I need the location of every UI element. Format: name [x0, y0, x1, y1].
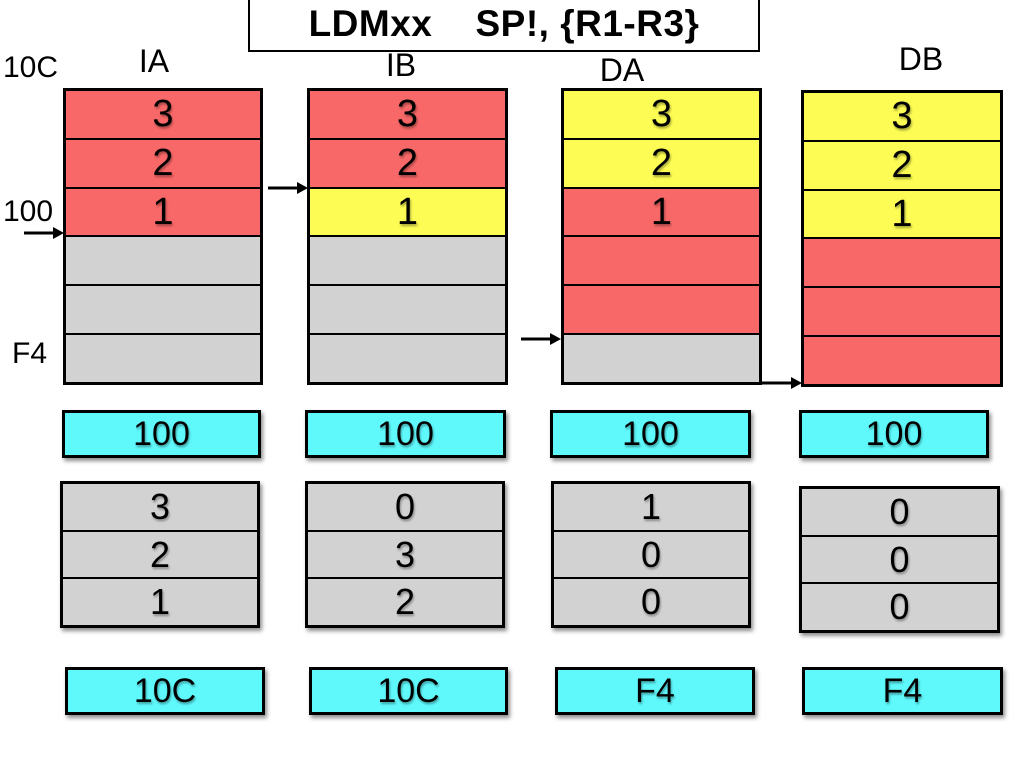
sp-after-value: 10C: [133, 671, 197, 710]
register-row: 0: [554, 577, 748, 625]
memory-cell-value: 3: [152, 92, 174, 135]
memory-cell: [804, 286, 1000, 336]
register-row: 3: [63, 484, 257, 530]
memory-cell-value: 2: [396, 141, 419, 184]
register-row: 1: [63, 577, 257, 625]
address-label-100: 100: [3, 195, 54, 228]
sp-after-value: 10C: [377, 671, 440, 710]
register-row: 3: [308, 529, 502, 578]
memory-cell-value: 1: [891, 192, 913, 235]
instruction-title: LDMxx SP!, {R1-R3}: [308, 3, 700, 44]
sp-before-value: 100: [865, 414, 923, 453]
memory-cell: 1: [66, 186, 260, 236]
memory-cell-value: 3: [891, 94, 913, 137]
memory-cell: [804, 335, 1000, 384]
register-value: 2: [149, 533, 171, 575]
memory-cell: [804, 237, 1000, 287]
memory-cell-value: 3: [396, 92, 419, 135]
sp-after-value: F4: [882, 671, 923, 710]
memory-cell: [310, 333, 505, 382]
memory-cell: 3: [66, 91, 260, 138]
sp-before-box-db: 100: [799, 410, 989, 458]
sp-before-value: 100: [377, 414, 434, 453]
sp-pointer-arrow-da: [521, 333, 561, 345]
memory-cell: 2: [310, 137, 505, 187]
memory-cell: [66, 284, 260, 334]
sp-after-box-da: F4: [555, 667, 755, 715]
register-value: 0: [889, 538, 910, 580]
address-label-f4: F4: [12, 337, 48, 370]
sp-after-box-db: F4: [802, 667, 1003, 715]
register-value: 3: [394, 533, 416, 575]
memory-cell: [310, 284, 505, 334]
memory-cell-value: 2: [650, 141, 673, 184]
memory-stack-db: 3 2 1: [801, 90, 1003, 387]
sp-after-box-ia: 10C: [65, 667, 265, 715]
memory-cell-value: 3: [650, 92, 673, 135]
memory-cell: [564, 284, 759, 334]
register-row: 0: [554, 529, 748, 578]
sp-after-value: F4: [635, 671, 675, 710]
register-value: 0: [889, 586, 910, 628]
register-row: 2: [308, 577, 502, 625]
memory-cell: 3: [564, 91, 759, 138]
memory-cell-value: 1: [650, 190, 673, 233]
column-header-db: DB: [898, 41, 944, 77]
memory-stack-ib: 3 2 1: [307, 88, 508, 385]
sp-pointer-arrow-db: [762, 377, 802, 389]
memory-cell: [564, 235, 759, 285]
sp-before-value: 100: [133, 414, 190, 453]
sp-after-box-ib: 10C: [309, 667, 508, 715]
register-row: 1: [554, 484, 748, 530]
memory-cell: 2: [66, 137, 260, 187]
sp-before-box-da: 100: [550, 410, 751, 458]
register-box-ib: 0 3 2: [305, 481, 505, 628]
memory-cell: [564, 333, 759, 382]
sp-before-box-ia: 100: [62, 410, 261, 458]
memory-cell: [310, 235, 505, 285]
register-value: 2: [394, 581, 416, 623]
register-row: 0: [308, 484, 502, 530]
memory-cell-value: 1: [152, 190, 174, 233]
title-box: LDMxx SP!, {R1-R3}: [248, 0, 760, 52]
column-header-da: DA: [599, 52, 645, 88]
memory-cell: 2: [804, 139, 1000, 189]
sp-pointer-arrow-ib: [268, 182, 308, 194]
register-value: 1: [640, 485, 662, 527]
memory-cell: 1: [804, 188, 1000, 238]
column-header-ia: IA: [138, 43, 170, 79]
address-label-10c: 10C: [3, 51, 59, 84]
register-box-da: 1 0 0: [551, 481, 751, 628]
register-row: 2: [63, 529, 257, 578]
register-value: 0: [889, 490, 910, 532]
memory-cell: 3: [310, 91, 505, 138]
register-value: 1: [149, 581, 171, 623]
memory-stack-da: 3 2 1: [561, 88, 762, 385]
register-row: 0: [802, 582, 997, 630]
memory-cell: 2: [564, 137, 759, 187]
memory-cell: 3: [804, 93, 1000, 140]
register-box-db: 0 0 0: [799, 486, 1000, 633]
sp-pointer-arrow-ia: [24, 227, 64, 239]
memory-cell: 1: [564, 186, 759, 236]
register-value: 0: [640, 533, 662, 575]
register-row: 0: [802, 534, 997, 583]
register-row: 0: [802, 489, 997, 535]
memory-cell-value: 1: [396, 190, 419, 233]
memory-cell: 1: [310, 186, 505, 236]
column-header-ib: IB: [385, 47, 417, 83]
memory-cell: [66, 235, 260, 285]
register-value: 0: [640, 581, 662, 623]
memory-stack-ia: 3 2 1: [63, 88, 263, 385]
register-value: 0: [394, 485, 416, 527]
register-value: 3: [149, 485, 171, 527]
memory-cell-value: 2: [152, 141, 174, 184]
memory-cell-value: 2: [891, 143, 913, 186]
sp-before-value: 100: [622, 414, 679, 453]
memory-cell: [66, 333, 260, 382]
register-box-ia: 3 2 1: [60, 481, 260, 628]
sp-before-box-ib: 100: [305, 410, 506, 458]
